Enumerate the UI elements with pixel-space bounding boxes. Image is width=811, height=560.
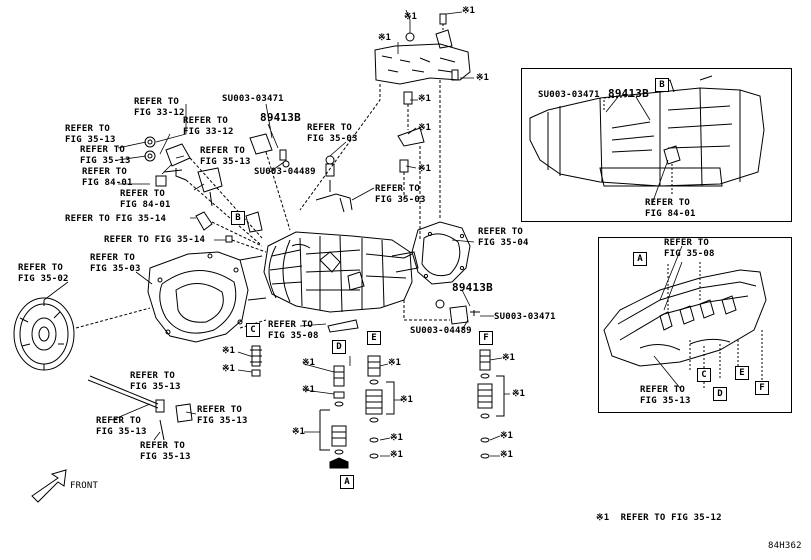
ref-fig-35-04[interactable]: REFER TO FIG 35-04 — [478, 227, 529, 248]
callout-box-e-main[interactable]: E — [367, 331, 381, 345]
ref-fig-35-13-g[interactable]: REFER TO FIG 35-13 — [140, 441, 191, 462]
mark-9: ※1 — [222, 364, 235, 374]
ref-fig-35-13-d[interactable]: REFER TO FIG 35-13 — [130, 371, 181, 392]
ref-fig-35-03-b[interactable]: REFER TO FIG 35-03 — [375, 184, 426, 205]
mark-20: ※1 — [500, 450, 513, 460]
part-su003-03471-c: SU003-03471 — [538, 90, 600, 100]
mark-19: ※1 — [500, 431, 513, 441]
part-su003-04489-a: SU003-04489 — [254, 167, 316, 177]
ref-fig-35-14-b[interactable]: REFER TO FIG 35-14 — [104, 235, 206, 245]
mark-12: ※1 — [292, 427, 305, 437]
mark-8: ※1 — [222, 346, 235, 356]
ref-fig-35-02[interactable]: REFER TO FIG 35-02 — [18, 263, 69, 284]
part-89413b-b: 89413B — [452, 281, 493, 294]
ref-fig-35-13-f[interactable]: REFER TO FIG 35-13 — [197, 405, 248, 426]
ref-fig-35-13-a[interactable]: REFER TO FIG 35-13 — [65, 124, 116, 145]
callout-box-e-inset[interactable]: E — [735, 366, 749, 380]
part-su003-03471-b: SU003-03471 — [494, 312, 556, 322]
mark-2: ※1 — [462, 6, 475, 16]
mark-13: ※1 — [388, 358, 401, 368]
part-su003-03471-a: SU003-03471 — [222, 94, 284, 104]
front-label: FRONT — [70, 481, 99, 491]
ref-fig-35-13-inset[interactable]: REFER TO FIG 35-13 — [640, 385, 691, 406]
ref-fig-35-03-c[interactable]: REFER TO FIG 35-03 — [90, 253, 141, 274]
callout-box-a-inset[interactable]: A — [633, 252, 647, 266]
ref-fig-33-12-a[interactable]: REFER TO FIG 33-12 — [134, 97, 185, 118]
ref-fig-35-08-a[interactable]: REFER TO FIG 35-08 — [268, 320, 319, 341]
part-89413b-c: 89413B — [608, 87, 649, 100]
ref-fig-35-13-c[interactable]: REFER TO FIG 35-13 — [80, 145, 131, 166]
ref-fig-35-13-b[interactable]: REFER TO FIG 35-13 — [200, 146, 251, 167]
mark-15: ※1 — [390, 433, 403, 443]
inset-panel-a — [598, 237, 792, 413]
part-89413b-a: 89413B — [260, 111, 301, 124]
callout-box-d-main[interactable]: D — [332, 340, 346, 354]
callout-box-d-inset[interactable]: D — [713, 387, 727, 401]
mark-17: ※1 — [502, 353, 515, 363]
mark-3: ※1 — [378, 33, 391, 43]
callout-box-b-main[interactable]: B — [231, 211, 245, 225]
ref-fig-35-08-b[interactable]: REFER TO FIG 35-08 — [664, 238, 715, 259]
callout-box-f-inset[interactable]: F — [755, 381, 769, 395]
diagram-code: 84H362 — [768, 541, 802, 551]
callout-box-a-main[interactable]: A — [340, 475, 354, 489]
mark-11: ※1 — [302, 385, 315, 395]
ref-fig-35-13-e[interactable]: REFER TO FIG 35-13 — [96, 416, 147, 437]
mark-4: ※1 — [476, 73, 489, 83]
mark-10: ※1 — [302, 358, 315, 368]
ref-fig-35-03-a[interactable]: REFER TO FIG 35-03 — [307, 123, 358, 144]
ref-fig-35-14-a[interactable]: REFER TO FIG 35-14 — [65, 214, 167, 224]
callout-box-b-inset[interactable]: B — [655, 78, 669, 92]
ref-fig-84-01-inset[interactable]: REFER TO FIG 84-01 — [645, 198, 696, 219]
callout-box-c-inset[interactable]: C — [697, 368, 711, 382]
mark-1: ※1 — [404, 12, 417, 22]
ref-fig-84-01-a[interactable]: REFER TO FIG 84-01 — [82, 167, 133, 188]
ref-fig-84-01-b[interactable]: REFER TO FIG 84-01 — [120, 189, 171, 210]
mark-6: ※1 — [418, 123, 431, 133]
legend-note: ※1 REFER TO FIG 35-12 — [596, 513, 722, 523]
mark-7: ※1 — [418, 164, 431, 174]
part-su003-04489-b: SU003-04489 — [410, 326, 472, 336]
inset-panel-b — [521, 68, 792, 222]
mark-5: ※1 — [418, 94, 431, 104]
mark-16: ※1 — [390, 450, 403, 460]
ref-fig-33-12-b[interactable]: REFER TO FIG 33-12 — [183, 116, 234, 137]
mark-18: ※1 — [512, 389, 525, 399]
callout-box-c-main[interactable]: C — [246, 323, 260, 337]
callout-box-f-main[interactable]: F — [479, 331, 493, 345]
mark-14: ※1 — [400, 395, 413, 405]
